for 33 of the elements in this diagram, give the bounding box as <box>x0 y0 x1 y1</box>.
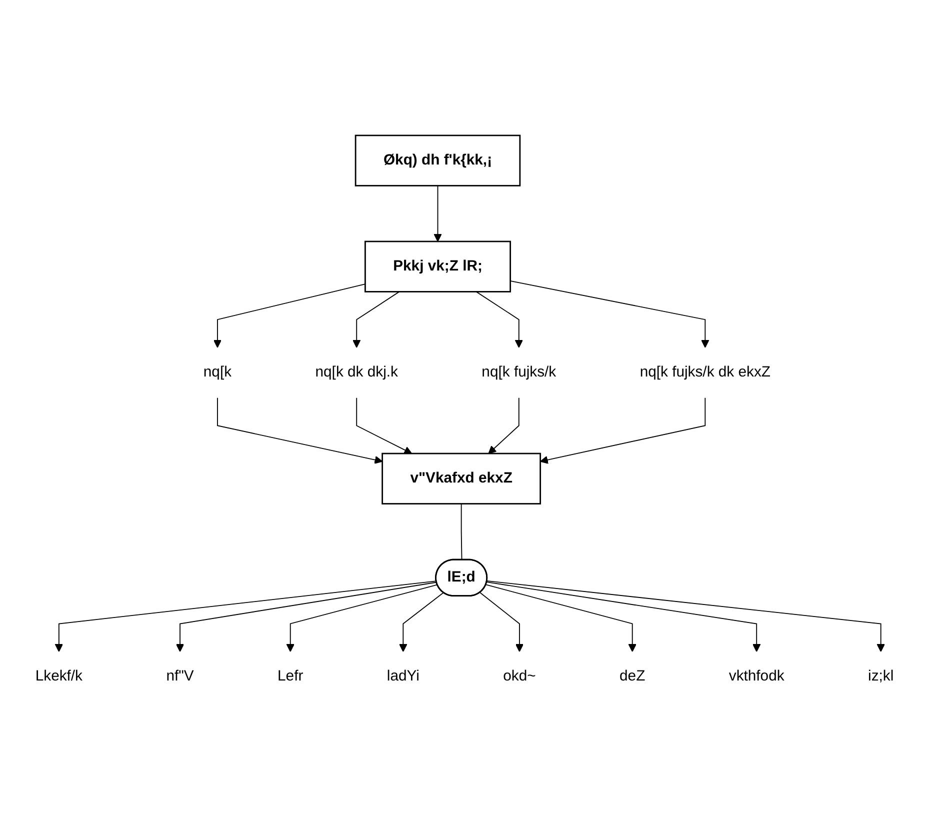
node-text: nq[k fujks/k <box>482 364 556 380</box>
node-text: okd~ <box>503 668 536 685</box>
node-text: iz;kl <box>868 668 894 685</box>
node-text: vkthfodk <box>728 668 784 685</box>
arrow <box>480 592 524 652</box>
arrow <box>213 284 366 348</box>
arrow <box>476 292 523 348</box>
node-box: Pkkj vk;Z lR; <box>364 241 512 293</box>
node-text: nq[k dk dkj.k <box>315 364 398 380</box>
connector <box>460 504 462 561</box>
arrow <box>399 592 444 652</box>
arrow <box>540 398 706 464</box>
arrow <box>352 292 400 348</box>
arrow <box>486 580 885 652</box>
arrow <box>176 582 438 652</box>
node-text: Lkekf/k <box>35 668 82 685</box>
node-box: v"Vkafxd ekxZ <box>382 453 542 505</box>
arrow <box>510 280 710 348</box>
arrow <box>486 584 636 652</box>
arrow <box>54 580 437 652</box>
node-text: Lefr <box>278 668 304 685</box>
arrow <box>486 582 761 652</box>
node-text: ladYi <box>386 668 420 685</box>
arrow <box>356 398 412 454</box>
node-text: nq[k <box>203 364 232 380</box>
node-box: Økq) dh f'k{kk,¡ <box>354 135 521 187</box>
node-text: deZ <box>620 668 646 685</box>
arrow <box>434 186 442 242</box>
arrow <box>286 584 438 652</box>
node-text: nq[k fujks/k dk ekxZ <box>640 364 770 380</box>
arrow <box>488 398 520 454</box>
node-text: nf"V <box>166 668 194 685</box>
arrow <box>217 398 383 464</box>
